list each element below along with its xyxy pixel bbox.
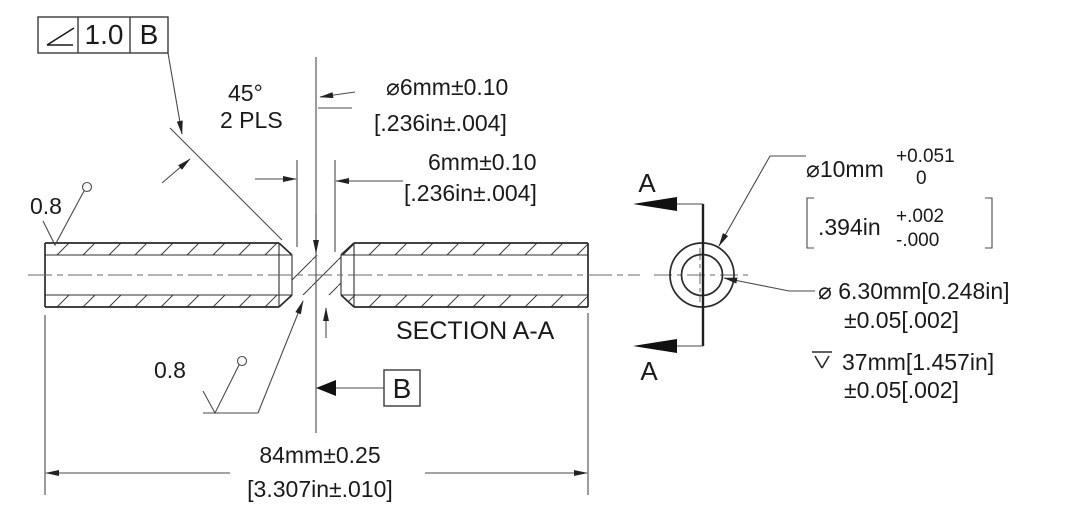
chamfer-dim-arrow bbox=[161, 158, 191, 184]
bore-line2: ±0.05[.002] bbox=[844, 307, 959, 333]
overall-length-dimension: 84mm±0.25 [3.307in±.010] bbox=[44, 313, 589, 502]
extension-lines bbox=[44, 313, 589, 495]
feature-control-frame: 1.0 B bbox=[37, 16, 183, 135]
datum-b-label: B bbox=[393, 373, 412, 404]
cutting-plane: A A bbox=[633, 168, 705, 386]
surface-finish-icon bbox=[42, 181, 93, 247]
bore-line1: ⌀ 6.30mm[0.248in] bbox=[818, 278, 1010, 304]
section-label: SECTION A-A bbox=[396, 317, 555, 345]
section-letter-bottom: A bbox=[640, 356, 658, 386]
section-arrow-icon bbox=[633, 339, 677, 353]
finish-leader bbox=[257, 300, 304, 414]
datum-triangle-icon bbox=[316, 380, 336, 396]
datum-b-flag: B bbox=[316, 369, 421, 407]
depth-line1: 37mm[1.457in] bbox=[842, 349, 994, 375]
finish-left-value: 0.8 bbox=[30, 193, 62, 219]
surface-finish-groove: 0.8 bbox=[154, 300, 304, 415]
section-arrow-icon bbox=[633, 197, 677, 211]
bracket-left bbox=[806, 197, 814, 249]
section-hatching bbox=[45, 243, 588, 307]
overall-inch: [3.307in±.010] bbox=[247, 476, 393, 502]
section-letter-top: A bbox=[638, 168, 656, 198]
od-tol-minus: 0 bbox=[916, 168, 927, 189]
chamfer-dimension: 45° 2 PLS bbox=[161, 80, 283, 241]
surface-finish-icon bbox=[202, 355, 258, 415]
depth-symbol-icon bbox=[812, 351, 832, 369]
groove-len-inch: [.236in±.004] bbox=[404, 180, 537, 206]
groove-dia-inch: [.236in±.004] bbox=[374, 110, 507, 136]
od-tol-plus: +0.051 bbox=[896, 146, 955, 167]
depth-line2: ±0.05[.002] bbox=[844, 377, 959, 403]
chamfer-places-text: 2 PLS bbox=[220, 107, 283, 133]
fcf-tolerance: 1.0 bbox=[85, 19, 124, 50]
chamfer-angle-text: 45° bbox=[228, 80, 263, 106]
bracket-right bbox=[985, 197, 993, 249]
part-section-view bbox=[28, 242, 640, 308]
end-view: A A bbox=[633, 168, 752, 386]
groove-length-dimension: 6mm±0.10 [.236in±.004] bbox=[255, 149, 537, 252]
bore-depth-dimension: 37mm[1.457in] ±0.05[.002] bbox=[812, 349, 994, 403]
od-inch-plus: +.002 bbox=[896, 206, 944, 227]
fcf-datum-ref: B bbox=[140, 19, 159, 50]
chamfer-dim-line bbox=[169, 127, 283, 241]
extension-lines bbox=[296, 160, 336, 252]
angularity-icon bbox=[46, 27, 75, 46]
bore-dimension: ⌀ 6.30mm[0.248in] ±0.05[.002] bbox=[723, 277, 1010, 333]
od-dimension: ⌀10mm +0.051 0 .394in +.002 -.000 bbox=[718, 146, 993, 251]
fcf-leader bbox=[167, 52, 183, 135]
od-leader bbox=[718, 155, 806, 247]
od-inch-minus: -.000 bbox=[896, 230, 939, 251]
od-metric: ⌀10mm bbox=[806, 156, 884, 182]
od-inch: .394in bbox=[818, 214, 881, 240]
overall-metric: 84mm±0.25 bbox=[259, 442, 380, 468]
finish-groove-value: 0.8 bbox=[154, 357, 186, 383]
groove-diameter-dimension: ⌀6mm±0.10 [.236in±.004] bbox=[313, 57, 508, 433]
bore-leader bbox=[723, 277, 815, 292]
groove-len-metric: 6mm±0.10 bbox=[428, 149, 537, 175]
groove-dia-metric: ⌀6mm±0.10 bbox=[386, 74, 508, 100]
surface-finish-left: 0.8 bbox=[30, 181, 93, 247]
